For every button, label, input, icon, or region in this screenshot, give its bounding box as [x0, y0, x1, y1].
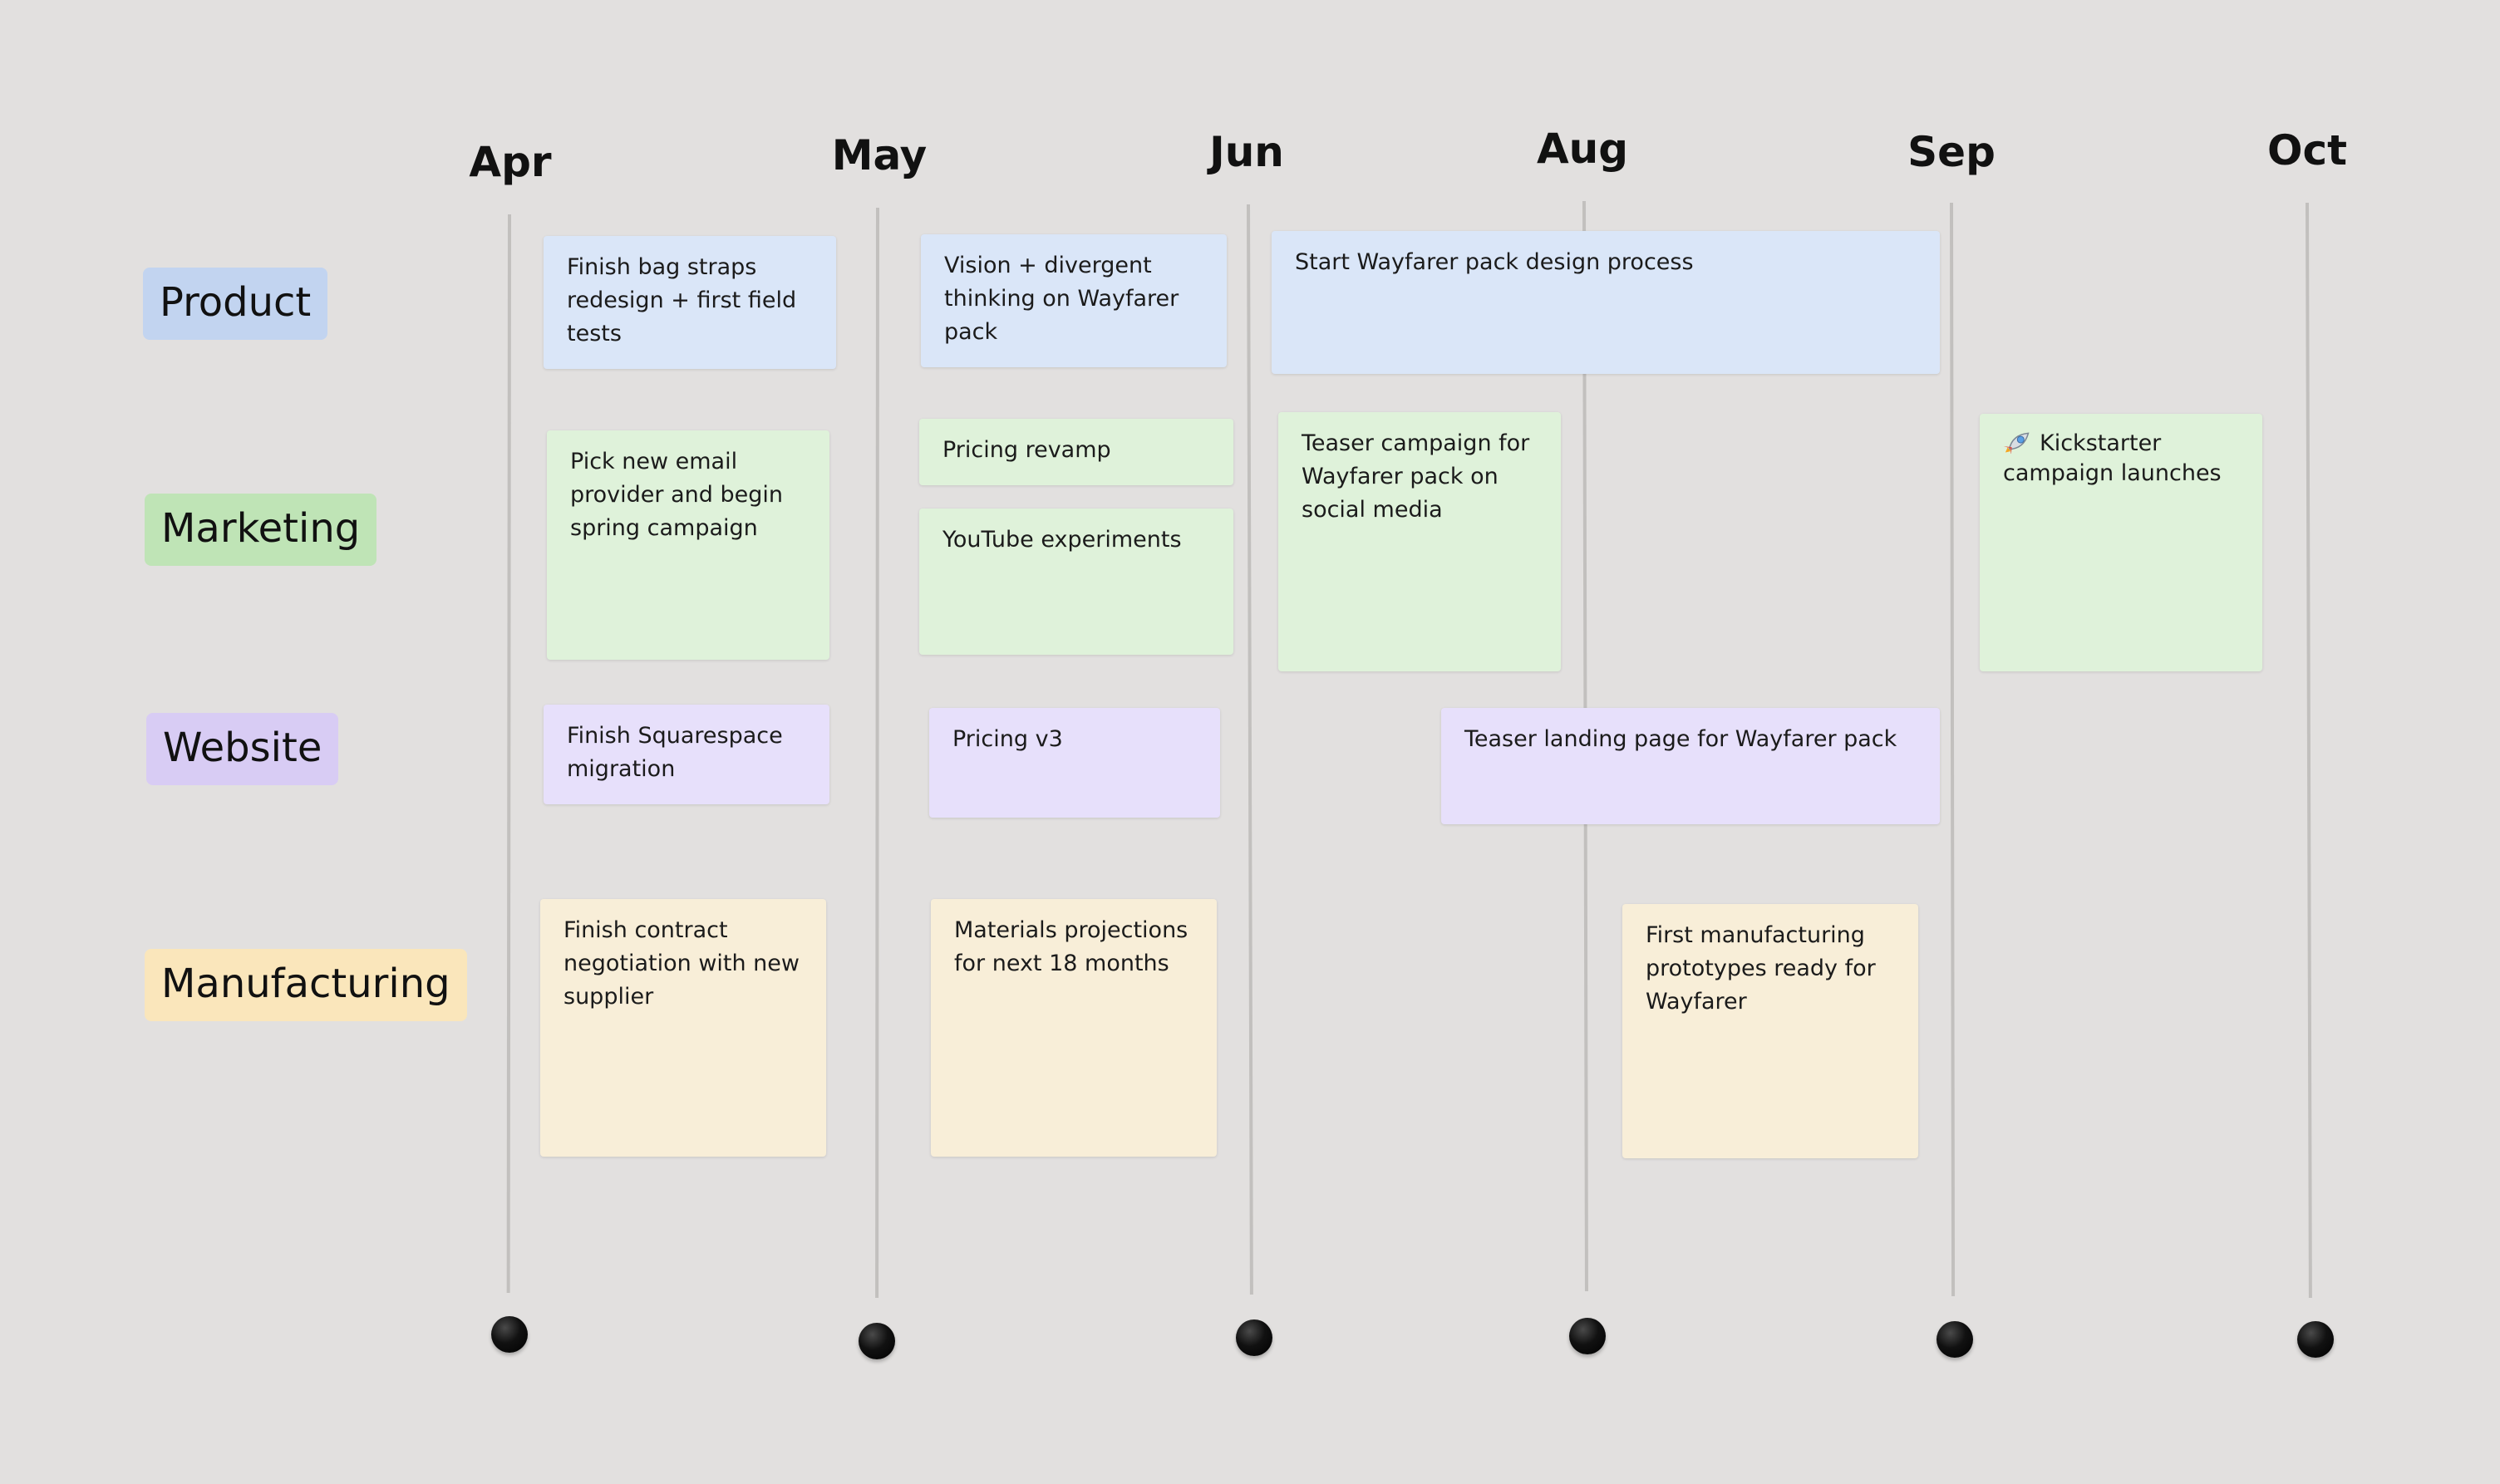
- lane-label-product[interactable]: Product: [143, 268, 328, 340]
- lane-label-website[interactable]: Website: [146, 713, 339, 785]
- month-label-may: May: [831, 131, 928, 179]
- lane-label-marketing[interactable]: Marketing: [145, 494, 377, 566]
- pin-aug[interactable]: [1569, 1318, 1606, 1354]
- month-label-apr: Apr: [469, 138, 552, 186]
- pin-apr[interactable]: [491, 1316, 528, 1353]
- sticky-note-website[interactable]: Pricing v3: [929, 708, 1220, 818]
- sticky-note-website[interactable]: Teaser landing page for Wayfarer pack: [1441, 708, 1940, 824]
- sticky-note-marketing[interactable]: YouTube experiments: [919, 509, 1233, 655]
- month-label-aug: Aug: [1536, 125, 1629, 173]
- sticky-note-marketing[interactable]: Kickstarter campaign launches: [1980, 414, 2262, 671]
- timeline-line-jun: [1247, 204, 1253, 1295]
- timeline-line-may: [875, 207, 879, 1299]
- pin-may[interactable]: [859, 1323, 895, 1359]
- sticky-note-website[interactable]: Finish Squarespace migration: [544, 705, 829, 804]
- timeline-line-oct: [2306, 202, 2312, 1299]
- sticky-note-marketing[interactable]: Pick new email provider and begin spring…: [547, 430, 829, 660]
- pin-oct[interactable]: [2297, 1321, 2334, 1358]
- sticky-note-manufacturing[interactable]: Finish contract negotiation with new sup…: [540, 899, 826, 1157]
- sticky-note-marketing[interactable]: Pricing revamp: [919, 419, 1233, 485]
- sticky-note-manufacturing[interactable]: Materials projections for next 18 months: [931, 899, 1217, 1157]
- month-label-sep: Sep: [1907, 128, 1996, 176]
- month-label-oct: Oct: [2266, 126, 2348, 174]
- rocket-icon: [2003, 432, 2030, 454]
- sticky-note-marketing[interactable]: Teaser campaign for Wayfarer pack on soc…: [1278, 412, 1561, 671]
- sticky-note-manufacturing[interactable]: First manufacturing prototypes ready for…: [1622, 904, 1918, 1158]
- sticky-note-text: Kickstarter campaign launches: [2003, 430, 2222, 486]
- sticky-note-product[interactable]: Finish bag straps redesign + first field…: [544, 236, 836, 369]
- lane-label-manufacturing[interactable]: Manufacturing: [145, 949, 467, 1021]
- month-label-jun: Jun: [1209, 128, 1284, 176]
- sticky-note-product[interactable]: Vision + divergent thinking on Wayfarer …: [921, 234, 1227, 367]
- timeline-line-sep: [1950, 202, 1956, 1297]
- sticky-note-product[interactable]: Start Wayfarer pack design process: [1272, 231, 1940, 374]
- pin-jun[interactable]: [1236, 1319, 1272, 1356]
- pin-sep[interactable]: [1937, 1321, 1973, 1358]
- timeline-line-apr: [506, 214, 511, 1294]
